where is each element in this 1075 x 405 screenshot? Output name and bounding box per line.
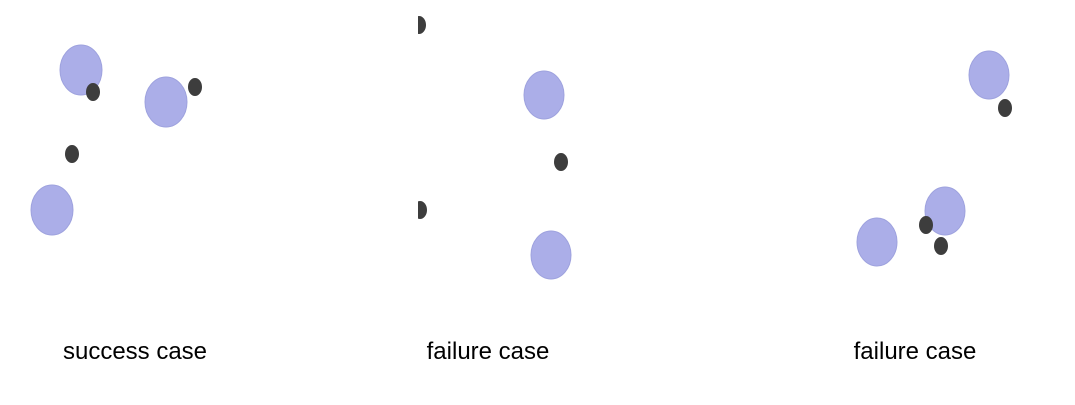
target-circle — [924, 186, 966, 236]
agent-dot — [919, 216, 933, 234]
target-circle — [144, 76, 188, 128]
panel-label-failure-1: failure case — [426, 338, 550, 365]
agent-dot — [86, 83, 100, 101]
target-circle — [530, 230, 572, 280]
agent-dot — [934, 237, 948, 255]
agent-dot — [418, 201, 427, 219]
agent-dot — [418, 16, 426, 34]
panel-success — [30, 44, 202, 236]
agent-dot — [998, 99, 1012, 117]
panel-label-success: success case — [62, 338, 208, 365]
panel-label-failure-2: failure case — [853, 338, 977, 365]
target-circle — [968, 50, 1010, 100]
agent-dot — [554, 153, 568, 171]
agent-dot — [65, 145, 79, 163]
target-circle — [523, 70, 565, 120]
target-circle — [856, 217, 898, 267]
target-circle — [30, 184, 74, 236]
target-circle — [59, 44, 103, 96]
agent-dot — [188, 78, 202, 96]
panel-failure-2 — [856, 50, 1012, 267]
panel-failure-1 — [418, 16, 572, 280]
